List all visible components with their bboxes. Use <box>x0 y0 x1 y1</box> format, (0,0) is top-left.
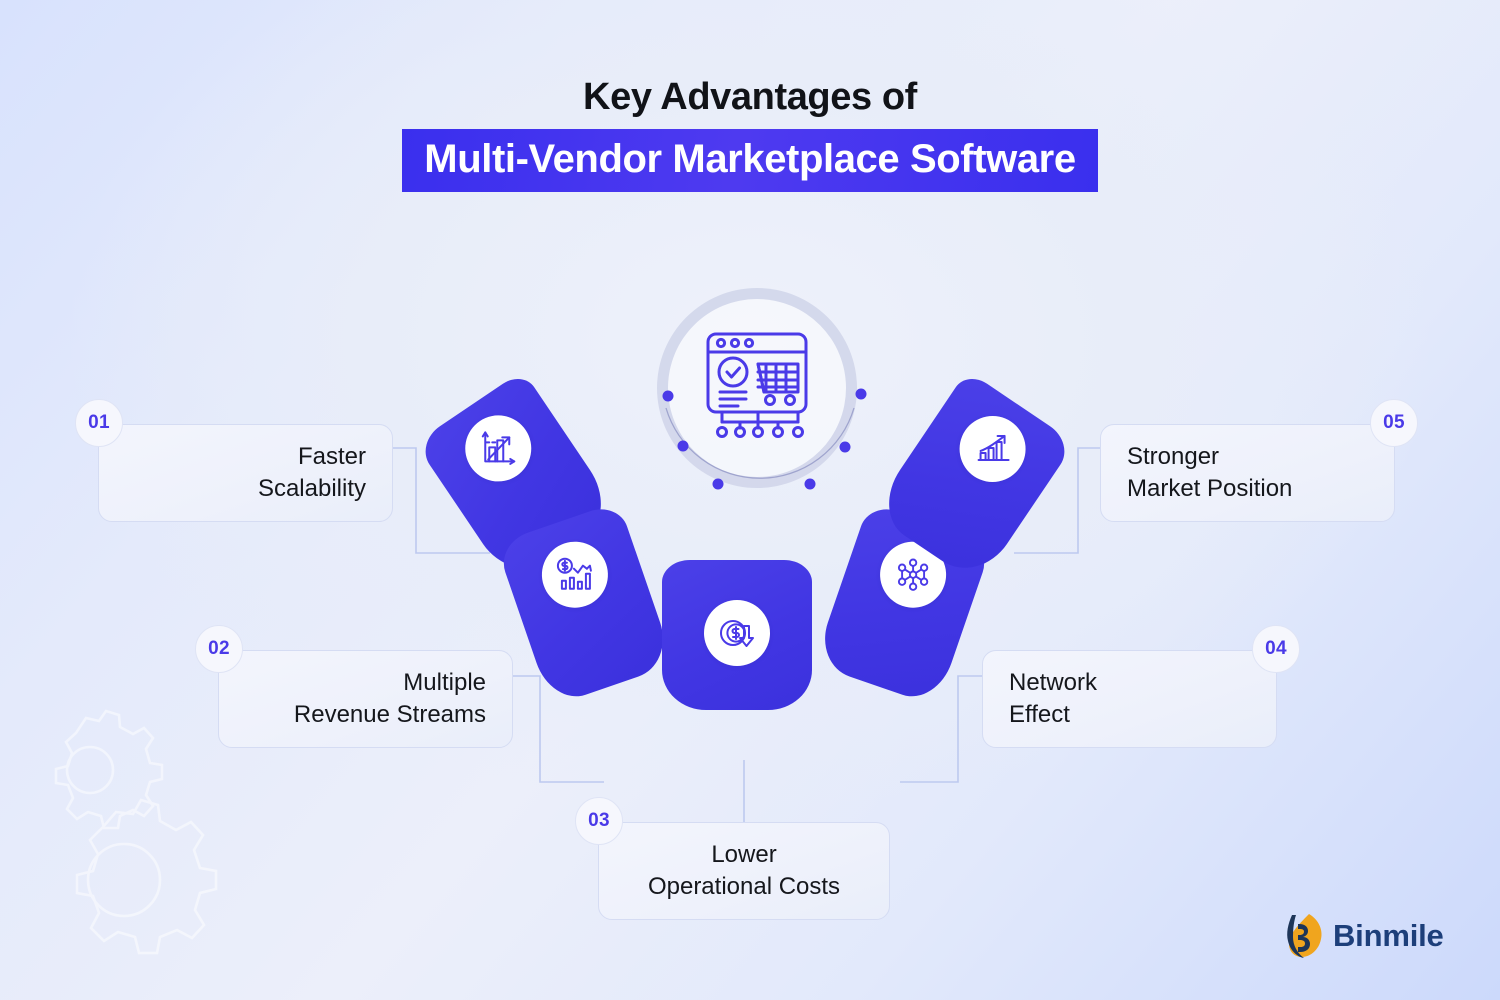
petal-lower-operational-costs[interactable] <box>662 560 812 710</box>
badge-circle <box>452 402 545 495</box>
number-badge-03: 03 <box>575 797 623 845</box>
card-label: Faster Scalability <box>257 443 366 502</box>
card-faster-scalability[interactable]: 01 Faster Scalability <box>75 399 393 522</box>
card-label: Multiple Revenue Streams <box>293 669 486 728</box>
marketplace-platform-icon <box>690 330 824 446</box>
card-label: Stronger Market Position <box>1127 443 1293 502</box>
badge-circle <box>946 403 1039 495</box>
number-badge-05: 05 <box>1370 399 1418 447</box>
card-label: Network Effect <box>1009 669 1098 728</box>
title-line-2-highlight: Multi-Vendor Marketplace Software <box>402 128 1098 192</box>
card-stronger-market-position[interactable]: 05 Stronger Market Position <box>1100 399 1418 522</box>
number-badge-01: 01 <box>75 399 123 447</box>
badge-circle <box>704 600 770 666</box>
badge-circle <box>532 532 617 617</box>
card-lower-operational-costs[interactable]: 03 Lower Operational Costs <box>575 797 890 920</box>
card-network-effect[interactable]: 04 Network Effect <box>982 625 1300 748</box>
badge-circle <box>871 532 956 617</box>
card-label: Lower Operational Costs <box>647 841 841 900</box>
revenue-dollar-bar-chart-icon <box>555 555 595 595</box>
growth-bar-chart-arrow-icon <box>973 429 1013 469</box>
number-badge-02: 02 <box>195 625 243 673</box>
number-badge-04: 04 <box>1252 625 1300 673</box>
petal-faster-scalability[interactable] <box>415 370 619 586</box>
scalability-growth-chart-icon <box>478 428 518 468</box>
brand-logo: Binmile <box>1282 912 1444 960</box>
title-line-1: Key Advantages of <box>583 76 917 118</box>
cost-down-dollar-arrow-icon <box>717 613 757 653</box>
petal-network-effect[interactable] <box>813 501 993 707</box>
page-title: Key Advantages of Multi-Vendor Marketpla… <box>0 76 1500 192</box>
network-nodes-icon <box>893 555 933 595</box>
petal-stronger-market-position[interactable] <box>871 370 1075 586</box>
binmile-logo-icon <box>1287 914 1322 958</box>
brand-name: Binmile <box>1333 918 1444 953</box>
petal-multiple-revenue-streams[interactable] <box>495 501 675 707</box>
card-multiple-revenue-streams[interactable]: 02 Multiple Revenue Streams <box>195 625 513 748</box>
orbit-arc-dots-icon <box>662 388 867 490</box>
